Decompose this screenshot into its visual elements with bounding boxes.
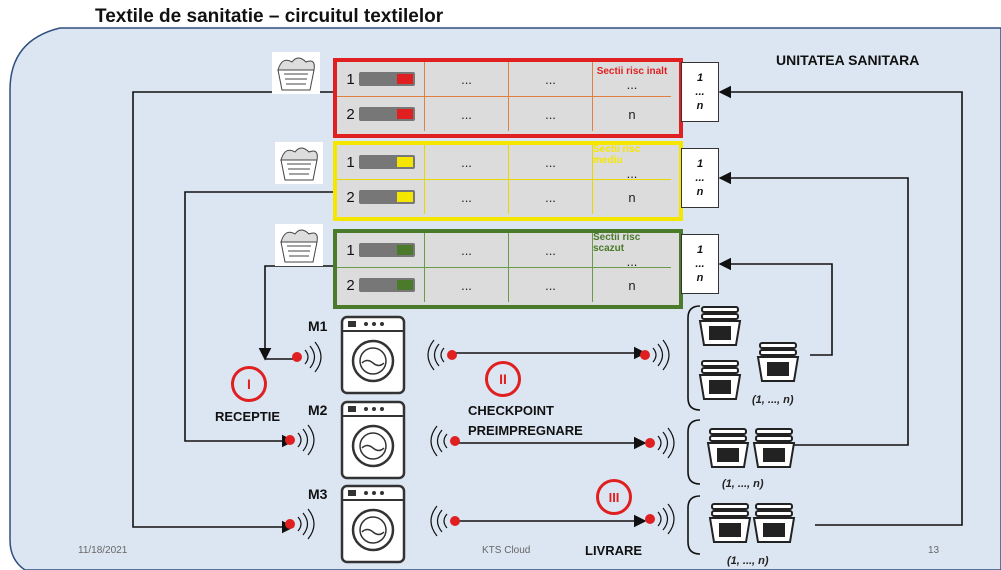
stage-circle-iii: III (596, 479, 632, 515)
stage-circle-ii: II (485, 361, 521, 397)
footer-date: 11/18/2021 (78, 545, 128, 556)
clean-baskets-group-2 (707, 428, 795, 468)
range-label-1: (1, ..., n) (752, 394, 794, 406)
count-box-medium: 1...n (681, 148, 719, 208)
section-medium-risk: 1 ... ... Sectii risc mediu... 2 ... ...… (333, 141, 683, 221)
range-label-3: (1, ..., n) (727, 555, 769, 567)
range-label-2: (1, ..., n) (722, 478, 764, 490)
unit-label: UNITATEA SANITARA (776, 52, 920, 68)
washing-machine-icon (340, 484, 406, 564)
washing-machine-icon (340, 400, 406, 480)
section-low-risk: 1 ... ... Sectii risc scazut... 2 ... ..… (333, 229, 683, 309)
laundry-basket-icon (275, 224, 323, 266)
machine-label-m2: M2 (308, 402, 328, 418)
stage-circle-i: I (231, 366, 267, 402)
laundry-basket-icon (272, 52, 320, 94)
footer-page: 13 (928, 545, 940, 556)
machine-label-m1: M1 (308, 318, 328, 334)
machine-label-m3: M3 (308, 486, 328, 502)
count-box-high: 1...n (681, 62, 719, 122)
livrare-label: LIVRARE (585, 543, 643, 558)
clean-baskets-group-3 (709, 503, 795, 543)
count-box-low: 1...n (681, 234, 719, 294)
preimpregnare-label: PREIMPREGNARE (468, 423, 583, 438)
laundry-basket-icon (275, 142, 323, 184)
checkpoint-label: CHECKPOINT (468, 403, 554, 418)
footer-center: KTS Cloud (482, 545, 531, 556)
diagram-title: Textile de sanitatie – circuitul textile… (95, 6, 444, 27)
clean-baskets-group-1 (698, 306, 799, 400)
section-high-risk: 1 ... ... Sectii risc inalt... 2 ... ...… (333, 58, 683, 138)
washing-machine-icon (340, 315, 406, 395)
receptie-label: RECEPTIE (215, 409, 281, 424)
